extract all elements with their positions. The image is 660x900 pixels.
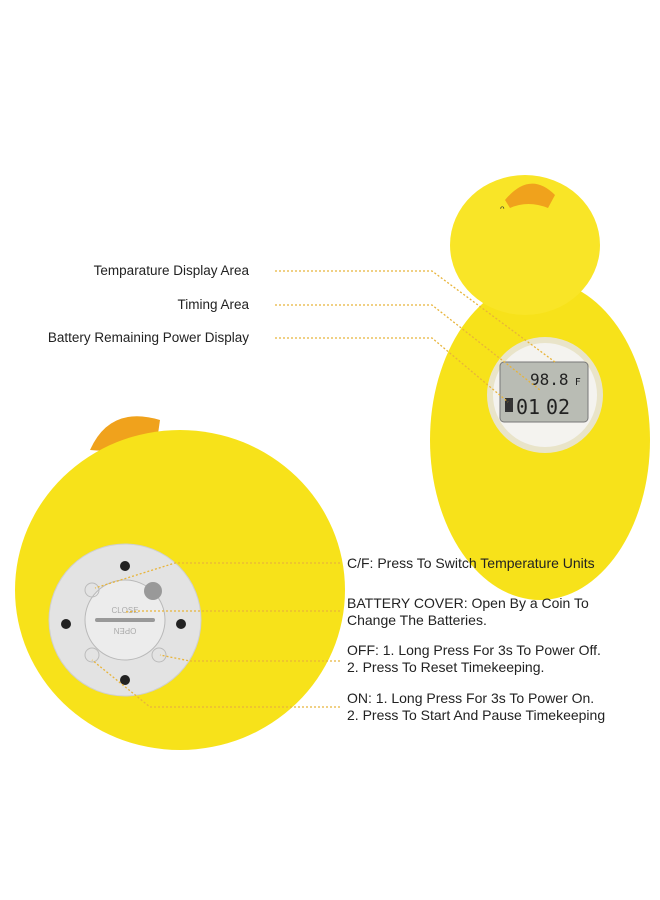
duck-front-view: ᵔ 98.8 F 01 02 xyxy=(430,175,650,600)
label-off: OFF: 1. Long Press For 3s To Power Off.2… xyxy=(347,642,601,675)
lcd-minutes: 01 xyxy=(516,395,540,419)
beak xyxy=(505,183,555,208)
duck-back-view: CLOSE OPEN xyxy=(15,416,345,750)
close-label: CLOSE xyxy=(111,606,138,615)
battery-icon xyxy=(505,398,513,412)
lcd-seconds: 02 xyxy=(546,395,570,419)
off-button[interactable] xyxy=(151,647,167,663)
lcd-unit: F xyxy=(575,377,581,388)
label-cf: C/F: Press To Switch Temperature Units xyxy=(347,555,595,571)
leader-lines xyxy=(91,270,556,708)
lcd-temperature: 98.8 xyxy=(530,370,569,389)
label-temperature-display: Temparature Display Area xyxy=(93,263,249,278)
vent xyxy=(144,582,162,600)
cf-button[interactable] xyxy=(84,582,100,598)
open-label: OPEN xyxy=(113,626,136,635)
on-button[interactable] xyxy=(84,647,100,663)
label-timing-area: Timing Area xyxy=(177,297,249,312)
label-on: ON: 1. Long Press For 3s To Power On.2. … xyxy=(347,690,606,723)
svg-text:ᵔ: ᵔ xyxy=(500,203,505,217)
label-battery-display: Battery Remaining Power Display xyxy=(47,330,249,345)
